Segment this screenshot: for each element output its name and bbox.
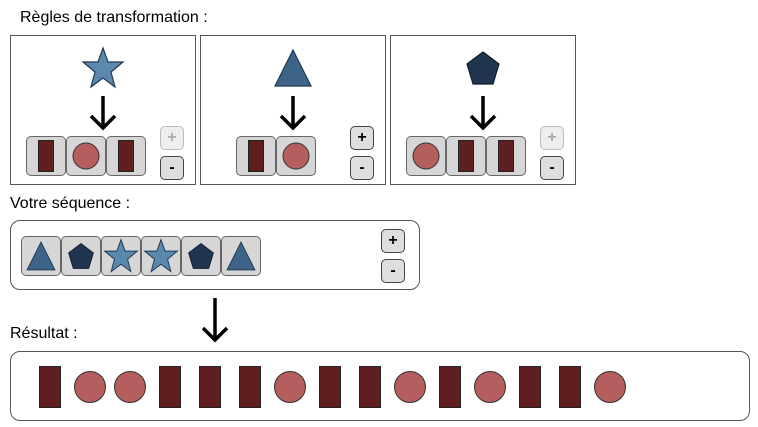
pentagon-icon bbox=[466, 51, 500, 85]
remove-tile-button[interactable]: - bbox=[160, 156, 184, 180]
result-bar bbox=[230, 366, 270, 408]
sequence-tile-triangle[interactable] bbox=[221, 236, 261, 276]
add-tile-button[interactable]: + bbox=[160, 126, 184, 150]
circle-icon bbox=[594, 371, 626, 403]
circle-icon bbox=[72, 142, 100, 170]
result-circle bbox=[470, 366, 510, 408]
rule-output-tiles bbox=[406, 136, 526, 176]
result-circle bbox=[270, 366, 310, 408]
result-title: Résultat : bbox=[10, 325, 78, 342]
circle-icon bbox=[474, 371, 506, 403]
remove-sequence-button[interactable]: - bbox=[381, 259, 405, 283]
circle-icon bbox=[412, 142, 440, 170]
tile-bar bbox=[26, 136, 66, 176]
remove-tile-button[interactable]: - bbox=[540, 156, 564, 180]
bar-icon bbox=[39, 366, 61, 408]
pentagon-icon bbox=[188, 243, 214, 269]
rule-output-tiles bbox=[236, 136, 316, 176]
result-bar bbox=[550, 366, 590, 408]
result-circle bbox=[390, 366, 430, 408]
bar-icon bbox=[248, 140, 264, 172]
bar-icon bbox=[458, 140, 474, 172]
tile-bar bbox=[446, 136, 486, 176]
result-bar bbox=[510, 366, 550, 408]
bar-icon bbox=[439, 366, 461, 408]
tile-bar bbox=[106, 136, 146, 176]
circle-icon bbox=[282, 142, 310, 170]
circle-icon bbox=[394, 371, 426, 403]
triangle-icon bbox=[26, 241, 56, 271]
bar-icon bbox=[159, 366, 181, 408]
star-icon bbox=[103, 238, 139, 273]
result-circle bbox=[110, 366, 150, 408]
circle-icon bbox=[74, 371, 106, 403]
tile-bar bbox=[236, 136, 276, 176]
rule-panel-star: + - bbox=[10, 35, 196, 185]
tile-circle bbox=[276, 136, 316, 176]
sequence-tile-pentagon[interactable] bbox=[61, 236, 101, 276]
bar-icon bbox=[118, 140, 134, 172]
arrow-down-icon bbox=[279, 96, 307, 131]
tile-bar bbox=[486, 136, 526, 176]
bar-icon bbox=[319, 366, 341, 408]
triangle-icon bbox=[274, 48, 312, 87]
sequence-panel: + - bbox=[10, 220, 420, 290]
result-bar bbox=[310, 366, 350, 408]
star-icon bbox=[81, 46, 125, 89]
result-bar bbox=[30, 366, 70, 408]
pentagon-icon bbox=[68, 243, 94, 269]
triangle-icon bbox=[226, 241, 256, 271]
rule-output-tiles bbox=[26, 136, 146, 176]
sequence-tile-pentagon[interactable] bbox=[181, 236, 221, 276]
sequence-title: Votre séquence : bbox=[10, 195, 131, 212]
sequence-tiles bbox=[21, 236, 261, 276]
bar-icon bbox=[559, 366, 581, 408]
bar-icon bbox=[359, 366, 381, 408]
tile-circle bbox=[406, 136, 446, 176]
circle-icon bbox=[114, 371, 146, 403]
sequence-tile-star[interactable] bbox=[101, 236, 141, 276]
bar-icon bbox=[239, 366, 261, 408]
arrow-down-icon bbox=[469, 96, 497, 131]
arrow-down-icon bbox=[201, 298, 229, 343]
bar-icon bbox=[199, 366, 221, 408]
rule-panel-triangle: + - bbox=[200, 35, 386, 185]
result-panel bbox=[10, 351, 750, 421]
bar-icon bbox=[498, 140, 514, 172]
result-bar bbox=[150, 366, 190, 408]
result-bar bbox=[430, 366, 470, 408]
circle-icon bbox=[274, 371, 306, 403]
result-circle bbox=[590, 366, 630, 408]
sequence-tile-triangle[interactable] bbox=[21, 236, 61, 276]
sequence-tile-star[interactable] bbox=[141, 236, 181, 276]
bar-icon bbox=[38, 140, 54, 172]
rules-title: Règles de transformation : bbox=[20, 9, 208, 26]
bar-icon bbox=[519, 366, 541, 408]
result-items bbox=[30, 366, 630, 408]
star-icon bbox=[143, 238, 179, 273]
tile-circle bbox=[66, 136, 106, 176]
result-bar bbox=[190, 366, 230, 408]
add-tile-button[interactable]: + bbox=[540, 126, 564, 150]
result-circle bbox=[70, 366, 110, 408]
remove-tile-button[interactable]: - bbox=[350, 156, 374, 180]
result-bar bbox=[350, 366, 390, 408]
rule-panel-pentagon: + - bbox=[390, 35, 576, 185]
add-tile-button[interactable]: + bbox=[350, 126, 374, 150]
add-sequence-button[interactable]: + bbox=[381, 229, 405, 253]
arrow-down-icon bbox=[89, 96, 117, 131]
